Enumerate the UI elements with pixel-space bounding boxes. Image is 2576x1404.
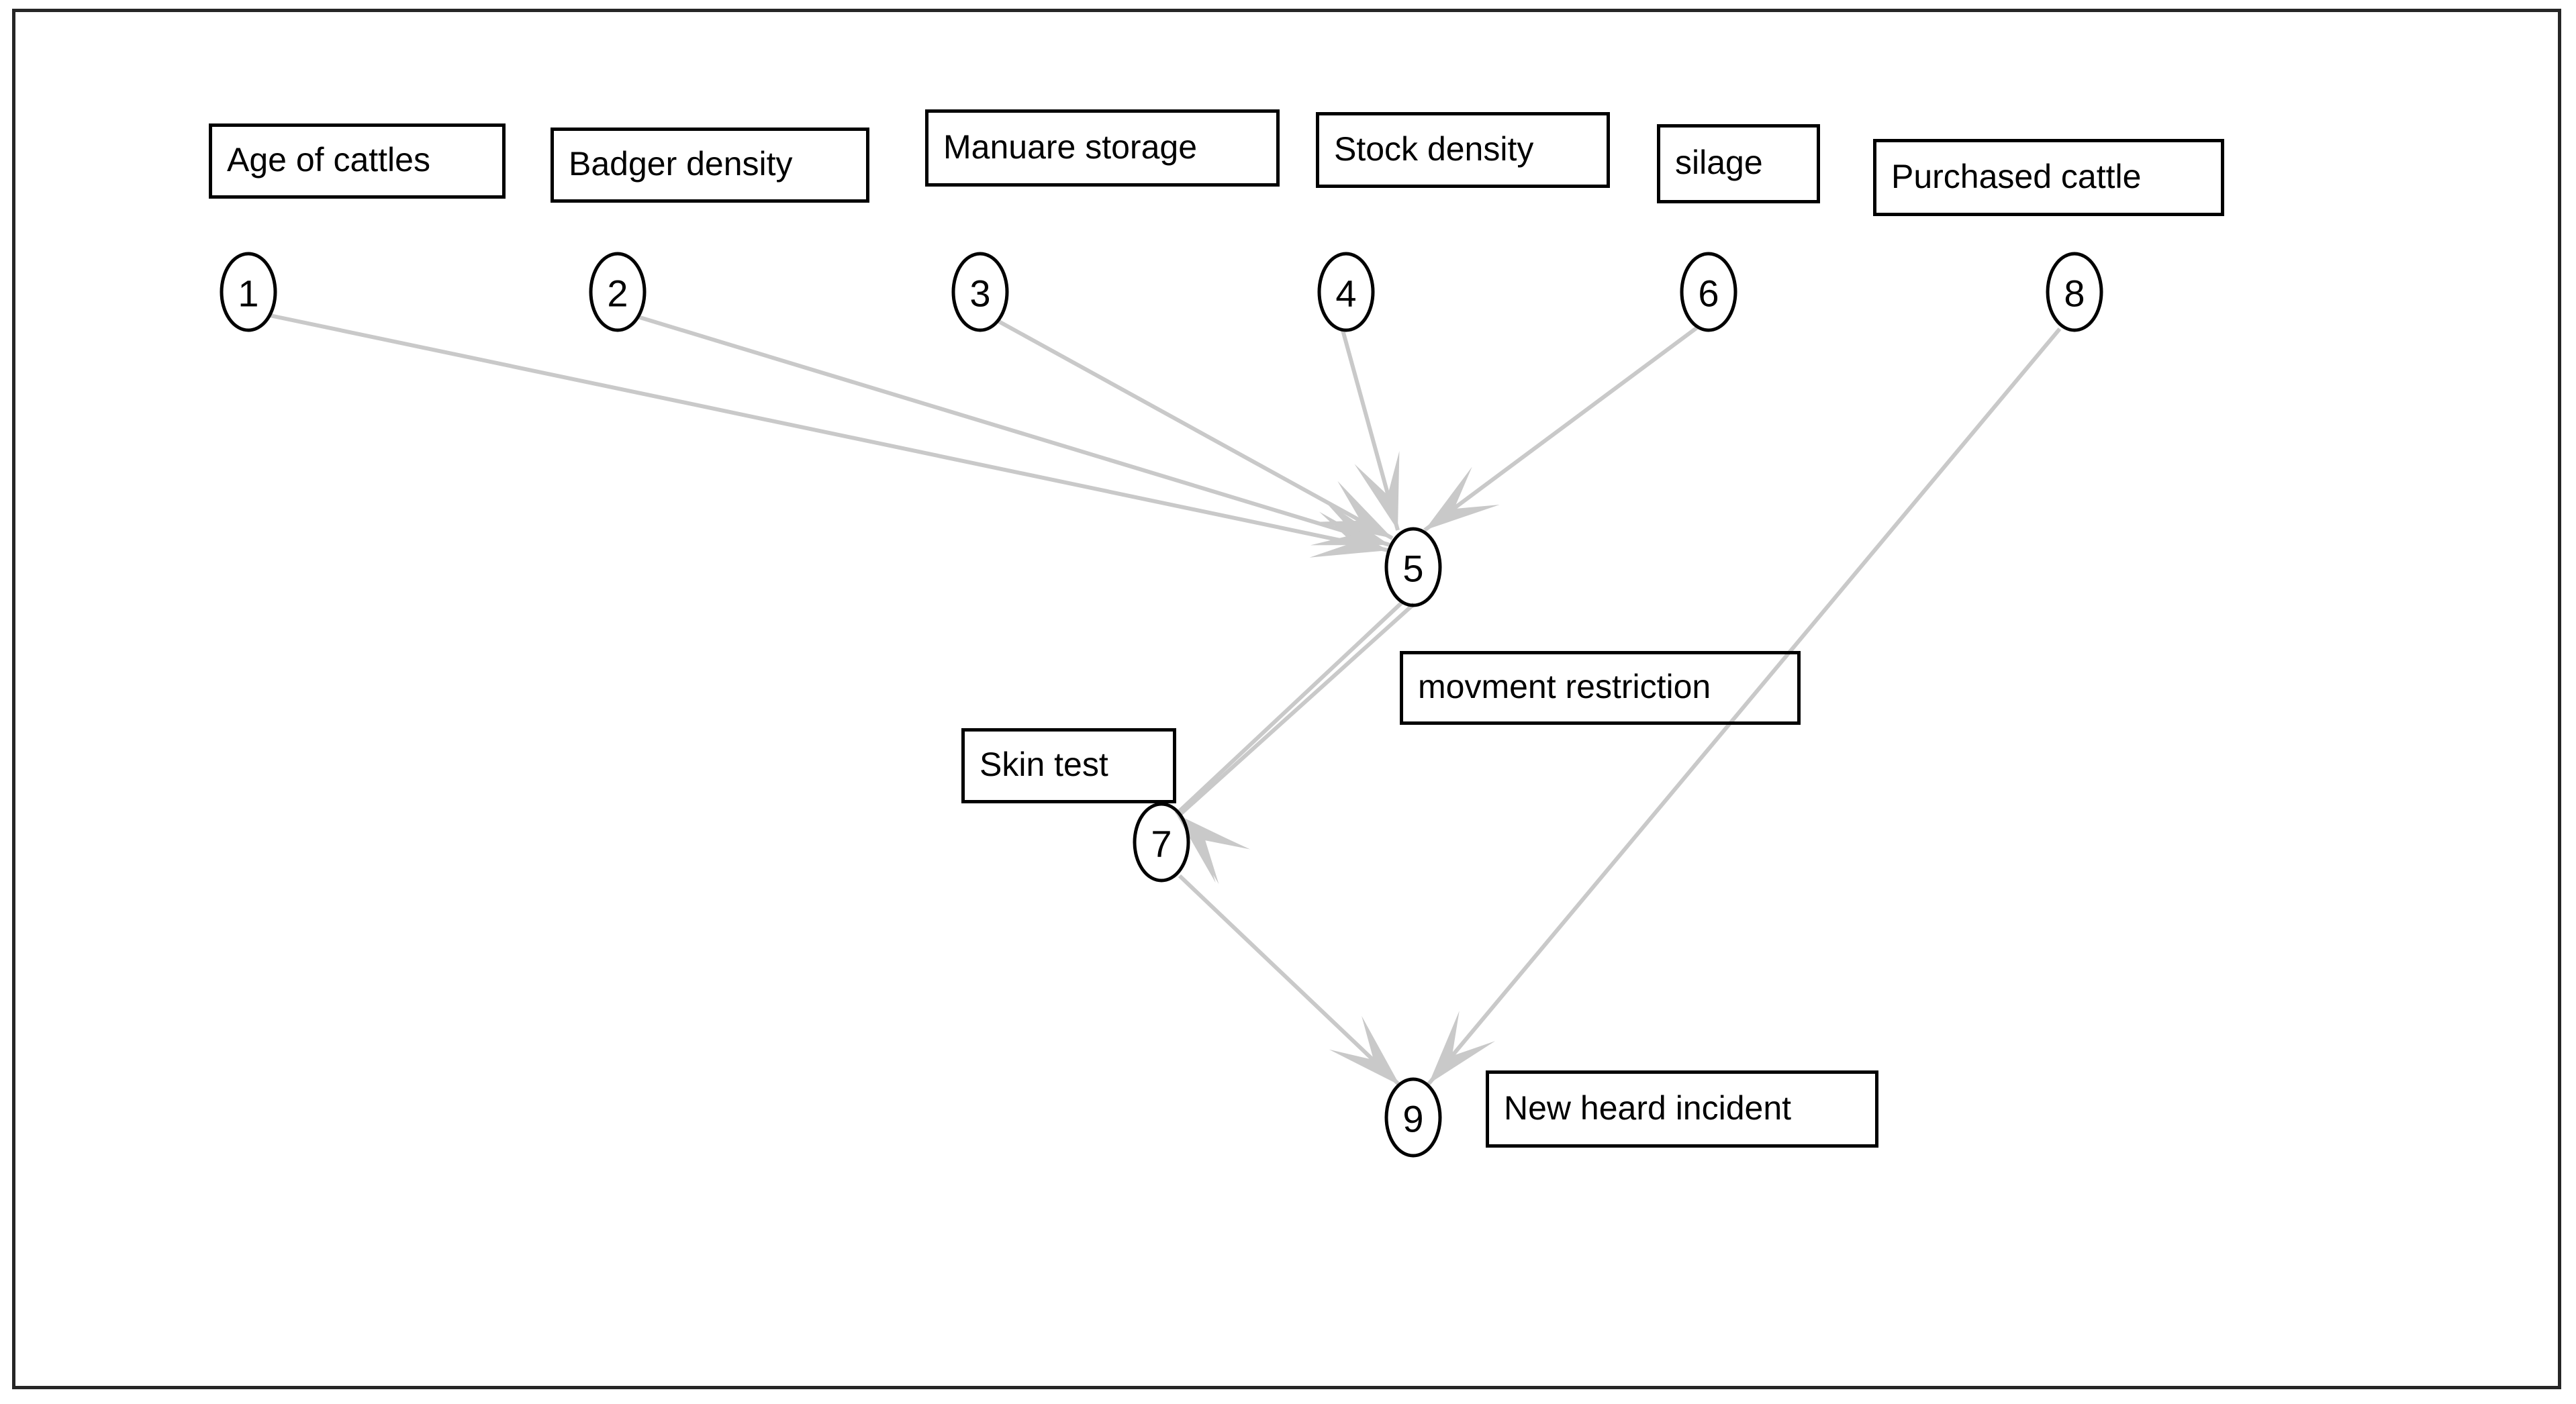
edge-line: [1178, 874, 1402, 1087]
nodes-layer: 1 2 3 4 6 8 5 7 9: [220, 252, 2103, 1158]
node-number: 7: [1151, 823, 1172, 865]
node-ellipse[interactable]: [589, 252, 647, 332]
label-text: movment restriction: [1418, 668, 1711, 705]
label-manuare-storage[interactable]: Manuare storage: [925, 109, 1280, 187]
label-text: silage: [1675, 144, 1763, 181]
label-text: New heard incident: [1504, 1089, 1792, 1127]
label-text: Age of cattles: [227, 141, 430, 179]
node-number: 4: [1335, 272, 1356, 315]
node-ellipse[interactable]: [951, 252, 1009, 332]
node-ellipse[interactable]: [1384, 1077, 1442, 1158]
diagram-frame-border: [12, 9, 2561, 1389]
edge-4-to-5: [1341, 330, 1400, 531]
edge-7-to-9: [1178, 874, 1402, 1087]
edge-1-to-5: [269, 313, 1389, 558]
node-number: 5: [1402, 548, 1423, 590]
edge-3-to-5: [996, 319, 1394, 540]
node-ellipse[interactable]: [1317, 252, 1375, 332]
label-silage[interactable]: silage: [1657, 124, 1820, 203]
edge-6-to-5: [1423, 325, 1699, 532]
node-ellipse[interactable]: [220, 252, 277, 332]
node-number: 8: [2064, 272, 2085, 315]
label-movment-restriction[interactable]: movment restriction: [1400, 651, 1801, 725]
edge-8-to-9: [1427, 328, 2062, 1085]
arrow-head-icon: [1354, 451, 1400, 530]
node-number: 2: [607, 272, 628, 315]
node-ellipse[interactable]: [2046, 252, 2103, 332]
node-number: 9: [1402, 1098, 1423, 1140]
node-ellipse[interactable]: [1680, 252, 1737, 332]
edge-line: [269, 313, 1389, 552]
edge-line: [637, 315, 1390, 547]
label-purchased-cattle[interactable]: Purchased cattle: [1873, 139, 2224, 216]
label-text: Stock density: [1334, 130, 1534, 168]
edge-line: [1176, 602, 1416, 818]
arrow-head-icon: [1178, 816, 1251, 885]
edge-line: [1427, 328, 2062, 1085]
arrow-head-icon: [1429, 1011, 1496, 1084]
node-ellipse[interactable]: [1384, 527, 1442, 607]
label-text: Skin test: [980, 746, 1108, 783]
arrow-head-icon: [1425, 466, 1500, 530]
label-stock-density[interactable]: Stock density: [1316, 112, 1610, 188]
arrow-head-icon: [1315, 481, 1392, 538]
node-7[interactable]: 7: [1133, 802, 1190, 883]
label-badger-density[interactable]: Badger density: [551, 128, 869, 203]
edge-line: [996, 319, 1394, 540]
label-text: Badger density: [569, 145, 793, 183]
edges-layer: [269, 313, 2062, 1087]
node-2[interactable]: 2: [589, 252, 647, 332]
edge-2-to-5: [637, 315, 1390, 547]
label-new-heard-incident[interactable]: New heard incident: [1486, 1070, 1878, 1148]
node-6[interactable]: 6: [1680, 252, 1737, 332]
node-4[interactable]: 4: [1317, 252, 1375, 332]
label-skin-test[interactable]: Skin test: [961, 728, 1176, 803]
arrow-head-icon: [1329, 1015, 1400, 1085]
node-number: 6: [1698, 272, 1719, 315]
edge-line: [1423, 325, 1699, 532]
label-text: Purchased cattle: [1891, 157, 2142, 195]
label-text: Manuare storage: [943, 128, 1198, 166]
node-number: 3: [969, 272, 990, 315]
node-8[interactable]: 8: [2046, 252, 2103, 332]
node-3[interactable]: 3: [951, 252, 1009, 332]
label-age-of-cattles[interactable]: Age of cattles: [209, 123, 506, 199]
node-number: 1: [238, 272, 258, 315]
edge-line: [1174, 601, 1404, 816]
node-9[interactable]: 9: [1384, 1077, 1442, 1158]
node-1[interactable]: 1: [220, 252, 277, 332]
node-5[interactable]: 5: [1384, 527, 1442, 607]
node-ellipse[interactable]: [1133, 802, 1190, 883]
edge-5-to-7: [1176, 602, 1416, 885]
